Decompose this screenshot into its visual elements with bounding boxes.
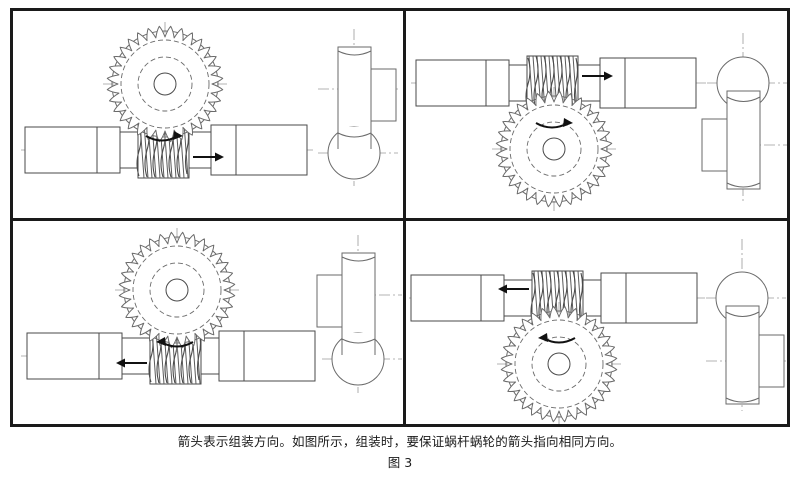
panel-bottom-left	[13, 221, 403, 424]
worm-gear-br	[497, 302, 621, 424]
panel-top-right	[406, 11, 787, 218]
panel-top-left	[13, 11, 403, 218]
worm-shaft-left-br	[410, 274, 533, 322]
worm-shaft-right-tr	[577, 57, 697, 109]
worm-gear-bl	[115, 228, 239, 352]
rotation-arrow-bl	[156, 337, 194, 348]
figure-caption-text: 箭头表示组装方向。如图所示，组装时，要保证蜗杆蜗轮的箭头指向相同方向。	[177, 434, 623, 449]
rotation-arrow-br	[538, 333, 576, 344]
side-view-tl	[318, 29, 398, 186]
worm-shaft-left-tr	[415, 59, 528, 107]
worm-gear-tl	[103, 22, 227, 146]
side-view-bl	[316, 235, 402, 393]
side-view-br	[706, 239, 786, 411]
assembly-arrow-bl	[116, 358, 147, 368]
worm-gear-tr	[492, 87, 616, 211]
worm-shaft-right-br	[582, 272, 698, 324]
worm-thread-tl	[136, 122, 190, 179]
worm-shaft-left-tl	[24, 126, 139, 174]
worm-shaft-right-bl	[200, 330, 316, 382]
rotation-arrow-tl	[145, 131, 183, 142]
assembly-arrow-tr	[582, 71, 613, 81]
assembly-arrow-br	[498, 284, 529, 294]
panel-divider-vertical	[403, 8, 406, 427]
figure-caption-area: 箭头表示组装方向。如图所示，组装时，要保证蜗杆蜗轮的箭头指向相同方向。 图 3	[0, 432, 800, 472]
assembly-arrow-tl	[193, 152, 224, 162]
panel-bottom-right	[406, 221, 787, 424]
worm-shaft-left-bl	[26, 332, 151, 380]
worm-shaft-right-tl	[188, 124, 308, 176]
panel-divider-horizontal	[10, 218, 790, 221]
rotation-arrow-tr	[535, 118, 573, 129]
side-view-tr	[701, 33, 787, 201]
figure-number-label: 图 3	[387, 455, 413, 470]
